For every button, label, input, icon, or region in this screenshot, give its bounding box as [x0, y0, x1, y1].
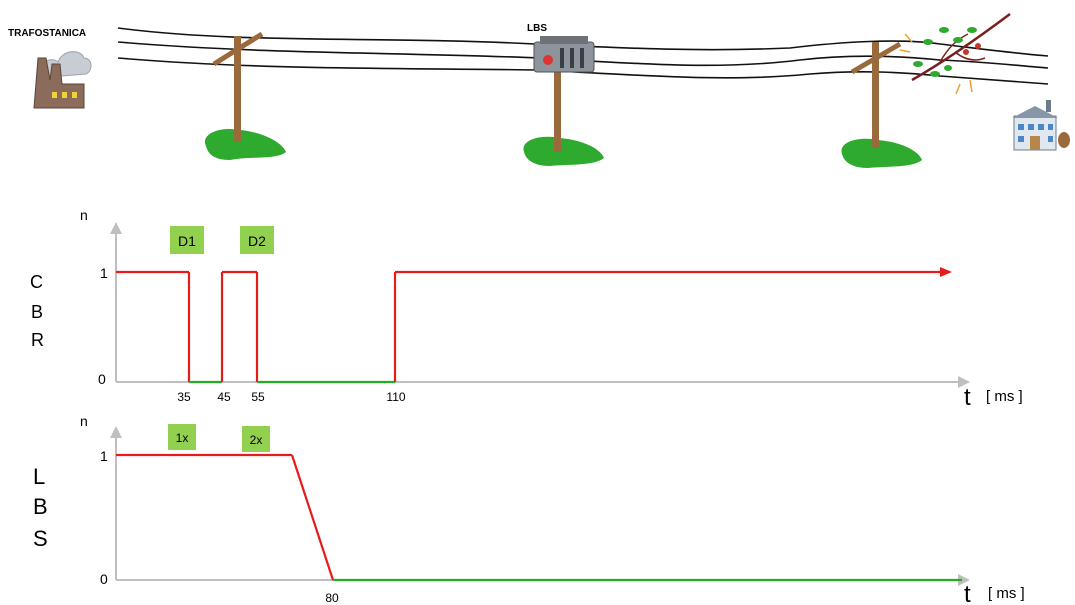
utility-pole-icon: [841, 41, 922, 168]
lbs-y-tick-1: 1: [100, 448, 108, 464]
lbs-chart: n 1 0 L B S 80 t [ ms ] 1x 2x: [33, 413, 1025, 605]
lbs-side-letter: L: [33, 464, 45, 489]
cbr-x-axis-arrow: [958, 376, 970, 388]
cbr-x-tick: 35: [177, 390, 191, 404]
cbr-side-letter: R: [31, 330, 44, 350]
lbs-x-axis-label: t: [964, 581, 971, 605]
tree-branch-icon: [899, 12, 1011, 95]
lbs-side-letter: B: [33, 494, 48, 519]
cbr-y-axis-label: n: [80, 207, 88, 223]
cbr-x-axis-label: t: [964, 384, 971, 411]
cbr-side-letter: B: [31, 302, 43, 322]
badge-2x: [242, 426, 270, 452]
lbs-y-tick-0: 0: [100, 571, 108, 587]
badge-d2: [240, 226, 274, 254]
lbs-x-unit: [ ms ]: [988, 585, 1025, 602]
lbs-series: [116, 453, 962, 582]
cbr-y-axis-arrow: [110, 222, 122, 234]
badge-2x-label: 2x: [250, 433, 263, 447]
cbr-end-arrow: [940, 267, 952, 277]
cbr-x-tick: 55: [251, 390, 265, 404]
lbs-x-tick: 80: [325, 591, 339, 605]
lbs-x-axis-arrow: [958, 574, 970, 586]
substation-label: TRAFOSTANICA: [8, 28, 86, 39]
cbr-series: [116, 267, 952, 384]
utility-pole-icon: [523, 62, 604, 166]
cbr-side-letter: C: [30, 272, 43, 292]
cbr-x-unit: [ ms ]: [986, 388, 1023, 405]
cbr-y-tick-0: 0: [98, 371, 106, 387]
badge-d1: [170, 226, 204, 254]
lbs-y-axis-label: n: [80, 413, 88, 429]
lbs-segment: [290, 454, 335, 581]
badge-1x: [168, 424, 196, 450]
utility-pole-icon: [204, 31, 286, 160]
badge-d1-label: D1: [178, 233, 196, 249]
power-line-scene: TRAFOSTANICA: [8, 12, 1070, 168]
cbr-y-tick-1: 1: [100, 265, 108, 281]
lbs-y-axis-arrow: [110, 426, 122, 438]
cbr-x-tick: 45: [217, 390, 231, 404]
lbs-switch-icon: [533, 36, 595, 73]
cbr-chart: n 1 0 C B R 35 45 55 110 t [ ms ] D1 D2: [30, 207, 1023, 411]
badge-d2-label: D2: [248, 233, 266, 249]
power-plant-icon: [33, 51, 92, 109]
power-wires: [117, 27, 1049, 85]
cbr-x-tick: 110: [386, 390, 405, 404]
lbs-side-letter: S: [33, 526, 48, 551]
factory-icon: [1012, 100, 1070, 151]
badge-1x-label: 1x: [176, 431, 189, 445]
lbs-label: LBS: [527, 23, 547, 34]
